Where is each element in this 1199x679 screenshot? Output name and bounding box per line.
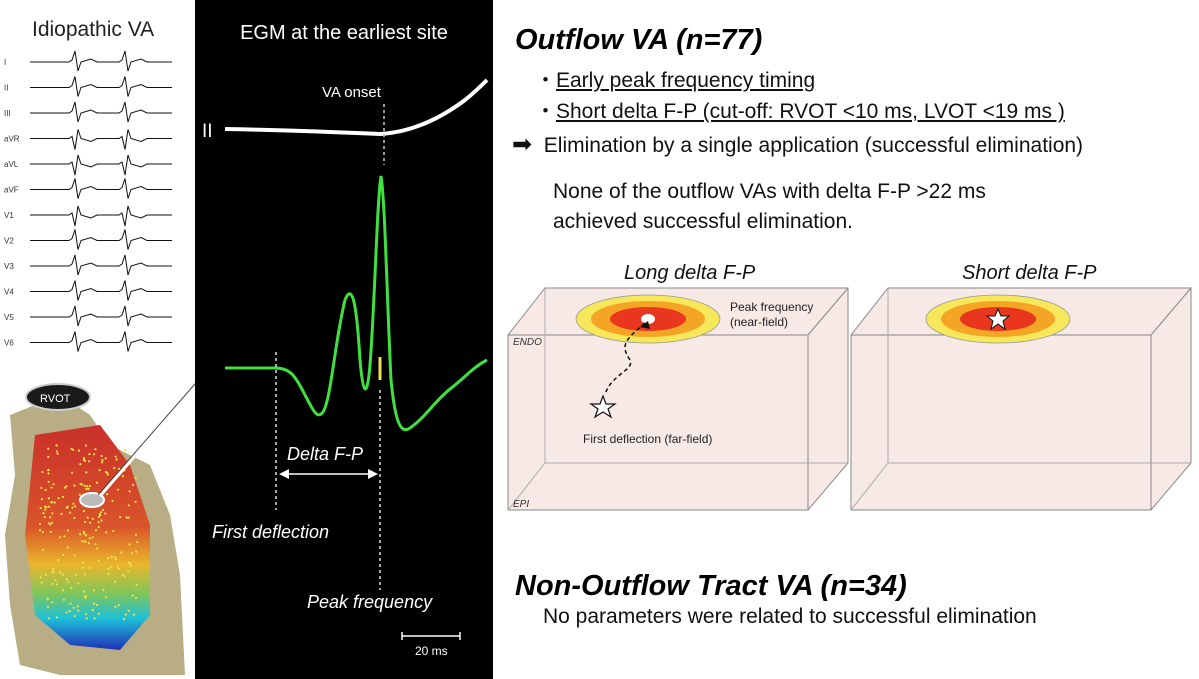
ecg-trace <box>30 154 172 176</box>
ecg-lead-label: III <box>4 109 11 118</box>
activation-map: RVOT <box>0 375 192 679</box>
ecg-trace <box>30 331 172 352</box>
ecg-trace <box>30 229 172 250</box>
long-delta-box: Peak frequency (near-field) First deflec… <box>507 287 849 511</box>
lead-ii-label: II <box>202 121 213 142</box>
ecg-lead-label: II <box>4 84 8 93</box>
delta-fp-label: Delta F-P <box>287 444 363 464</box>
ecg-trace <box>30 76 172 97</box>
first-deflection-box-label: First deflection (far-field) <box>583 432 712 446</box>
ecg-lead-label: V1 <box>4 211 14 220</box>
ecg-trace <box>30 178 172 199</box>
egm-trace <box>225 175 488 432</box>
ecg-trace <box>30 101 172 123</box>
egm-title: EGM at the earliest site <box>240 22 448 44</box>
endo-label: ENDO <box>513 337 542 348</box>
bullet-short-delta: ・Short delta F-P (cut-off: RVOT <10 ms, … <box>535 100 1065 123</box>
near-field-label: (near-field) <box>730 315 788 329</box>
ecg-title: Idiopathic VA <box>32 18 155 41</box>
egm-plot: II VA onset Delta F-P First deflection P… <box>202 78 489 658</box>
short-delta-title: Short delta F-P <box>962 262 1097 284</box>
va-onset-label: VA onset <box>322 84 382 101</box>
outflow-title: Outflow VA (n=77) <box>515 24 763 56</box>
peak-frequency-label: Peak frequency <box>307 592 433 612</box>
ecg-lead-label: V5 <box>4 313 14 322</box>
short-delta-box <box>850 287 1192 511</box>
first-deflection-label: First deflection <box>212 522 329 542</box>
nonoutflow-title: Non-Outflow Tract VA (n=34) <box>515 570 907 602</box>
ecg-trace <box>30 129 172 150</box>
star-icon <box>589 394 617 419</box>
nonoutflow-text: No parameters were related to successful… <box>543 605 1037 628</box>
ecg-lead-label: V2 <box>4 237 14 246</box>
ecg-lead-label: aVR <box>4 135 20 144</box>
ecg-lead-label: V4 <box>4 288 14 297</box>
ecg-trace <box>30 305 172 327</box>
long-delta-title: Long delta F-P <box>624 262 756 284</box>
right-arrow-icon: ➡ <box>512 131 533 158</box>
peak-frequency-box-label: Peak frequency <box>730 300 813 314</box>
star-icon <box>985 307 1011 331</box>
ecg-lead-label: aVF <box>4 186 19 195</box>
map-label: RVOT <box>40 393 71 405</box>
result-line: ➡ Elimination by a single application (s… <box>512 131 1084 158</box>
lead-ii-trace <box>224 78 489 137</box>
ecg-lead-label: I <box>4 58 6 67</box>
outflow-note: None of the outflow VAs with delta F-P >… <box>553 180 986 233</box>
ecg-trace <box>30 205 172 227</box>
ecg-trace <box>30 50 172 72</box>
ecg-trace <box>30 254 172 276</box>
ecg-lead-label: aVL <box>4 160 19 169</box>
epi-label: EPI <box>513 499 529 510</box>
ecg-trace <box>30 280 172 301</box>
scale-bar-label: 20 ms <box>415 644 448 658</box>
bullet-early-peak: ・Early peak frequency timing <box>535 69 816 92</box>
ecg-lead-label: V3 <box>4 262 14 271</box>
ecg-lead-label: V6 <box>4 339 14 348</box>
